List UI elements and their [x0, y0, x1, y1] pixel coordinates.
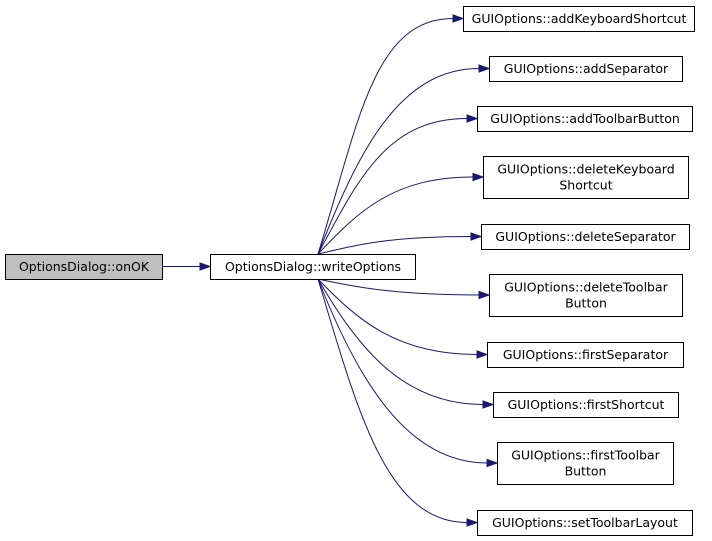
node-box	[477, 510, 693, 536]
node-label-line: Shortcut	[559, 178, 612, 193]
node-guioptions-deleteseparator[interactable]: GUIOptions::deleteSeparator	[481, 224, 690, 250]
node-box	[489, 56, 683, 82]
node-box	[487, 342, 684, 368]
arrowhead-n1-to-c6	[476, 350, 489, 359]
node-label-line: GUIOptions::deleteKeyboard	[497, 162, 674, 177]
edge-n1-to-c3	[317, 176, 474, 255]
node-guioptions-addtoolbarbutton[interactable]: GUIOptions::addToolbarButton	[477, 106, 693, 132]
edge-n1-to-c0	[317, 18, 454, 255]
node-label-line: GUIOptions::addToolbarButton	[490, 111, 680, 126]
node-box	[481, 224, 690, 250]
node-optionsdialog-writeoptions[interactable]: OptionsDialog::writeOptions	[210, 254, 416, 280]
edge-n1-to-c9	[317, 278, 468, 523]
arrowhead-n1-to-c5	[478, 290, 491, 300]
arrowhead-n1-to-c9	[466, 518, 479, 527]
edge-n1-to-c2	[317, 118, 468, 255]
node-label-line: GUIOptions::firstToolbar	[511, 448, 660, 463]
arrowhead-n1-to-c1	[478, 64, 491, 73]
node-guioptions-settoolbarlayout[interactable]: GUIOptions::setToolbarLayout	[477, 510, 693, 536]
node-label-line: OptionsDialog::writeOptions	[225, 259, 401, 274]
node-optionsdialog-onok[interactable]: OptionsDialog::onOK	[5, 254, 163, 280]
node-label-line: Button	[565, 464, 607, 479]
edge-n1-to-c6	[317, 278, 478, 355]
edge-n1-to-c1	[317, 68, 480, 255]
arrowhead-n1-to-c2	[466, 114, 479, 123]
node-guioptions-firstshortcut[interactable]: GUIOptions::firstShortcut	[493, 392, 679, 418]
arrowhead-n1-to-c8	[486, 458, 499, 468]
node-box	[477, 106, 693, 132]
node-box	[210, 254, 416, 280]
arrowhead-n0-to-n1	[199, 262, 212, 271]
edge-n1-to-c7	[317, 278, 484, 405]
node-box	[493, 392, 679, 418]
arrowhead-n1-to-c0	[452, 14, 465, 23]
node-box	[5, 254, 163, 280]
node-label-line: GUIOptions::firstSeparator	[503, 347, 669, 362]
arrowhead-n1-to-c4	[470, 232, 483, 241]
edge-n1-to-c4	[317, 236, 472, 255]
node-label-line: GUIOptions::firstShortcut	[508, 397, 665, 412]
arrowhead-n1-to-c3	[472, 172, 485, 182]
node-guioptions-firstseparator[interactable]: GUIOptions::firstSeparator	[487, 342, 684, 368]
node-box	[483, 156, 689, 199]
node-box	[489, 274, 683, 317]
node-guioptions-addkeyboardshortcut[interactable]: GUIOptions::addKeyboardShortcut	[463, 6, 695, 32]
node-label-line: GUIOptions::deleteToolbar	[504, 280, 668, 295]
nodes-layer: OptionsDialog::onOK OptionsDialog::writeO…	[5, 6, 695, 536]
node-label-line: GUIOptions::addKeyboardShortcut	[472, 11, 687, 26]
node-label-line: Button	[565, 296, 607, 311]
node-label-line: GUIOptions::addSeparator	[504, 61, 669, 76]
edges-layer	[162, 14, 499, 527]
node-label-line: GUIOptions::deleteSeparator	[495, 229, 676, 244]
node-guioptions-addseparator[interactable]: GUIOptions::addSeparator	[489, 56, 683, 82]
edge-n1-to-c8	[317, 278, 488, 464]
node-box	[497, 442, 674, 485]
edge-n1-to-c5	[317, 278, 480, 296]
node-label-line: GUIOptions::setToolbarLayout	[492, 515, 678, 530]
node-box	[463, 6, 695, 32]
node-label-line: OptionsDialog::onOK	[19, 259, 150, 274]
arrowhead-n1-to-c7	[482, 400, 495, 409]
